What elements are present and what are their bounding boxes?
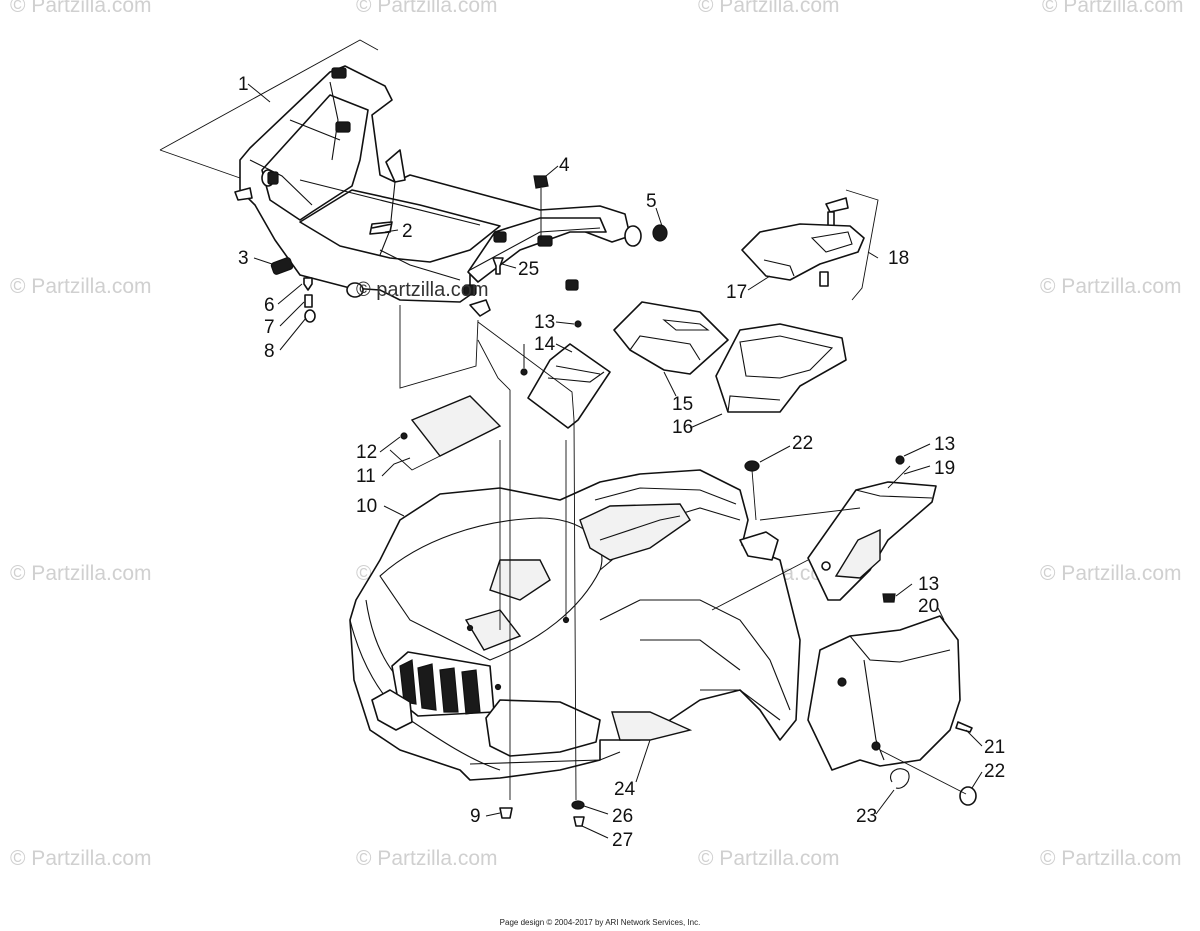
callout-13: 13	[534, 312, 555, 333]
watermark: © Partzilla.com	[10, 0, 152, 17]
watermark: © Partzilla.com	[10, 562, 152, 585]
assembly-leaders	[399, 305, 967, 801]
watermark: © Partzilla.com	[1042, 0, 1184, 17]
callout-7: 7	[264, 317, 275, 338]
callout-19: 19	[934, 458, 955, 479]
storage-lid-17-18	[741, 189, 879, 301]
side-panel-19	[807, 481, 937, 601]
callout-16: 16	[672, 417, 693, 438]
callout-18: 18	[888, 248, 909, 269]
callout-27: 27	[612, 830, 633, 851]
side-panel-20	[807, 615, 961, 771]
callout-26: 26	[612, 806, 633, 827]
callout-25: 25	[518, 259, 539, 280]
callout-20: 20	[918, 596, 939, 617]
watermark: © Partzilla.com	[1040, 847, 1182, 870]
callout-12: 12	[356, 442, 377, 463]
callout-21: 21	[984, 737, 1005, 758]
grille	[391, 651, 495, 717]
front-decal-11	[389, 395, 502, 471]
watermark: © Partzilla.com	[356, 847, 498, 870]
callout-14: 14	[534, 334, 556, 355]
callout-4: 4	[559, 155, 570, 176]
cover-panel-15	[613, 301, 729, 375]
callout-13: 13	[934, 434, 955, 455]
watermark: © Partzilla.com	[1040, 275, 1182, 298]
callout-17: 17	[726, 282, 747, 303]
watermark: © Partzilla.com	[356, 0, 498, 17]
decal-2	[371, 223, 393, 229]
watermark: © Partzilla.com	[10, 275, 152, 298]
bolt-3	[270, 257, 294, 275]
hardware	[270, 175, 977, 827]
storage-tray-16	[715, 323, 847, 413]
callout-15: 15	[672, 394, 693, 415]
callout-13: 13	[918, 574, 939, 595]
callout-22: 22	[792, 433, 813, 454]
callout-1: 1	[238, 74, 249, 95]
callout-11: 11	[356, 466, 376, 487]
callout-3: 3	[238, 248, 249, 269]
callout-10: 10	[356, 496, 377, 517]
callout-5: 5	[646, 191, 657, 212]
watermark: © partzilla.com	[356, 279, 489, 301]
front-rack	[159, 39, 642, 317]
callout-9: 9	[470, 806, 481, 827]
callout-2: 2	[402, 221, 413, 242]
watermark: © Partzilla.com	[698, 0, 840, 17]
bracket-14	[527, 343, 611, 429]
callout-24: 24	[614, 779, 636, 800]
footer-credit: Page design © 2004-2017 by ARI Network S…	[499, 918, 701, 927]
callout-22: 22	[984, 761, 1005, 782]
watermark: © Partzilla.com	[10, 847, 152, 870]
callouts: 1 2 3 4 5 6 7 8 9 10 11 12 13	[238, 74, 1005, 851]
watermark: © Partzilla.com	[1040, 562, 1182, 585]
watermark: © Partzilla.com	[698, 847, 840, 870]
callout-8: 8	[264, 341, 275, 362]
callout-23: 23	[856, 806, 877, 827]
callout-6: 6	[264, 295, 275, 316]
